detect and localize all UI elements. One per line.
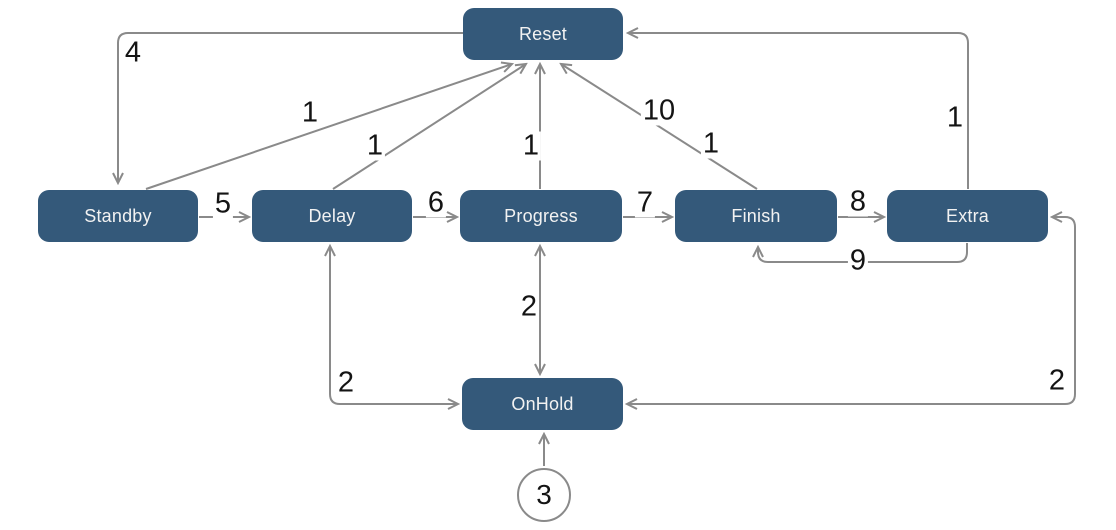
state-node-reset: Reset — [463, 8, 623, 60]
edge-extra-onhold-bidirectional — [627, 217, 1076, 404]
state-node-progress-label: Progress — [504, 205, 578, 226]
state-node-standby: Standby — [38, 190, 198, 242]
edge-label-extra-finish: 9 — [847, 244, 869, 277]
state-node-onhold-label: OnHold — [511, 393, 574, 414]
edge-label-finish-extra: 8 — [847, 185, 869, 218]
edge-label-delay-progress: 6 — [425, 186, 447, 219]
state-node-progress: Progress — [460, 190, 622, 242]
edge-finish-to-reset — [561, 64, 758, 190]
state-node-extra-label: Extra — [945, 205, 989, 226]
state-node-reset-label: Reset — [518, 23, 568, 44]
edge-delay-to-reset — [332, 64, 526, 190]
edge-reset-to-standby — [118, 32, 463, 183]
state-node-extra: Extra — [887, 190, 1048, 242]
edge-label-standby-reset: 1 — [299, 96, 321, 129]
edge-standby-to-reset — [145, 64, 512, 190]
edge-label-progress-finish: 7 — [634, 186, 656, 219]
edge-delay-onhold-bidirectional — [330, 246, 458, 404]
edge-label-progress-reset: 1 — [520, 129, 542, 162]
edge-label-standby-delay: 5 — [212, 187, 234, 220]
state-node-onhold: OnHold — [462, 378, 623, 430]
start-state-circle: 3 — [517, 468, 571, 522]
state-node-standby-label: Standby — [84, 205, 152, 226]
edge-label-finish-reset-1: 1 — [700, 127, 722, 160]
edge-label-reset-standby: 4 — [122, 36, 144, 69]
edge-label-delay-reset: 1 — [364, 129, 386, 162]
edge-label-extra-reset: 1 — [944, 101, 966, 134]
edge-label-extra-onhold: 2 — [1046, 364, 1068, 397]
edge-label-delay-onhold: 2 — [335, 366, 357, 399]
state-node-finish: Finish — [675, 190, 837, 242]
edge-label-progress-onhold: 2 — [518, 290, 540, 323]
edge-extra-to-reset — [628, 33, 969, 189]
start-state-label: 3 — [536, 479, 552, 510]
edge-label-finish-reset-10: 10 — [640, 94, 678, 127]
state-node-delay: Delay — [252, 190, 412, 242]
state-node-finish-label: Finish — [731, 205, 781, 226]
state-node-delay-label: Delay — [308, 205, 356, 226]
